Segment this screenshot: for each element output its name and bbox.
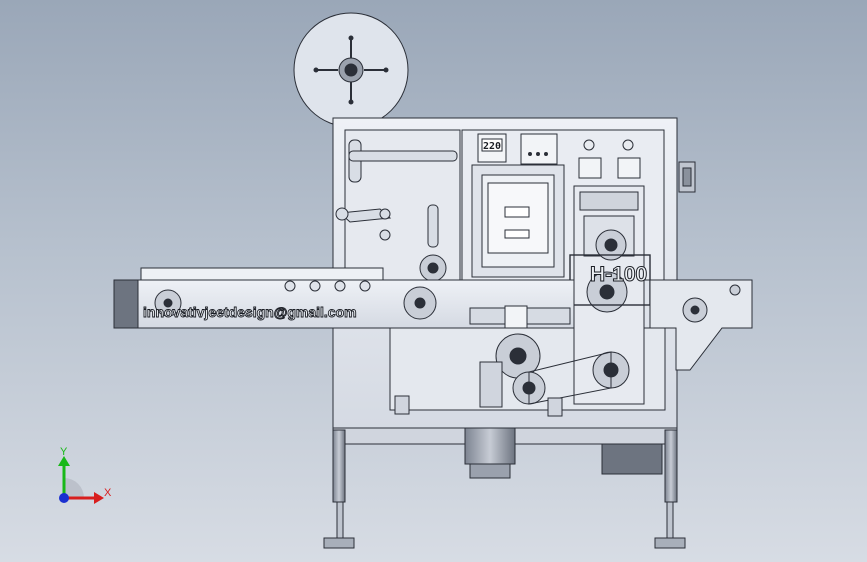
lower-drive	[394, 333, 612, 417]
watermark-text: innovativjeetdesign@gmail.com	[143, 304, 357, 320]
counter-display: 220	[483, 141, 501, 152]
x-axis-label: X	[104, 487, 112, 499]
machine-legs	[323, 427, 686, 549]
film-reel	[293, 12, 409, 133]
outfeed-arm	[649, 279, 753, 371]
model-label: H-100	[590, 263, 647, 286]
control-panel	[471, 133, 641, 278]
infeed-conveyor	[113, 267, 575, 329]
coordinate-triad	[58, 456, 104, 504]
forming-tower	[569, 185, 651, 405]
y-axis-label: Y	[60, 446, 68, 458]
left-linkage	[335, 139, 458, 282]
